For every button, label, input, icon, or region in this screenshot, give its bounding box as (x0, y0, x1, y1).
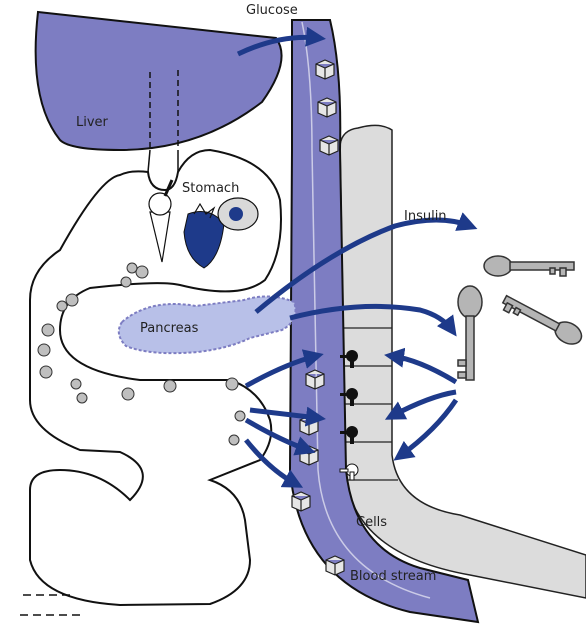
glucose-cube-icon (326, 556, 344, 575)
ice-cream-scoop-icon (149, 193, 171, 215)
label-cells: Cells (356, 515, 387, 530)
receptor-arrow-1 (392, 356, 456, 382)
label-liver: Liver (76, 115, 109, 130)
glucose-cube-icon (306, 370, 324, 389)
glucose-cube-icon (292, 492, 310, 511)
liver (36, 12, 282, 150)
key-icon (484, 256, 574, 276)
key-icon (458, 286, 482, 380)
label-blood-stream: Blood stream (350, 569, 436, 584)
label-insulin: Insulin (404, 209, 447, 224)
glucose-cube-icon (320, 136, 338, 155)
label-pancreas: Pancreas (140, 321, 199, 336)
key-icon (500, 290, 585, 348)
label-stomach: Stomach (182, 181, 239, 196)
label-glucose: Glucose (246, 3, 298, 18)
intestine-lower-lines (20, 595, 80, 615)
glucose-cube-icon (316, 60, 334, 79)
glucose-cube-icon (318, 98, 336, 117)
